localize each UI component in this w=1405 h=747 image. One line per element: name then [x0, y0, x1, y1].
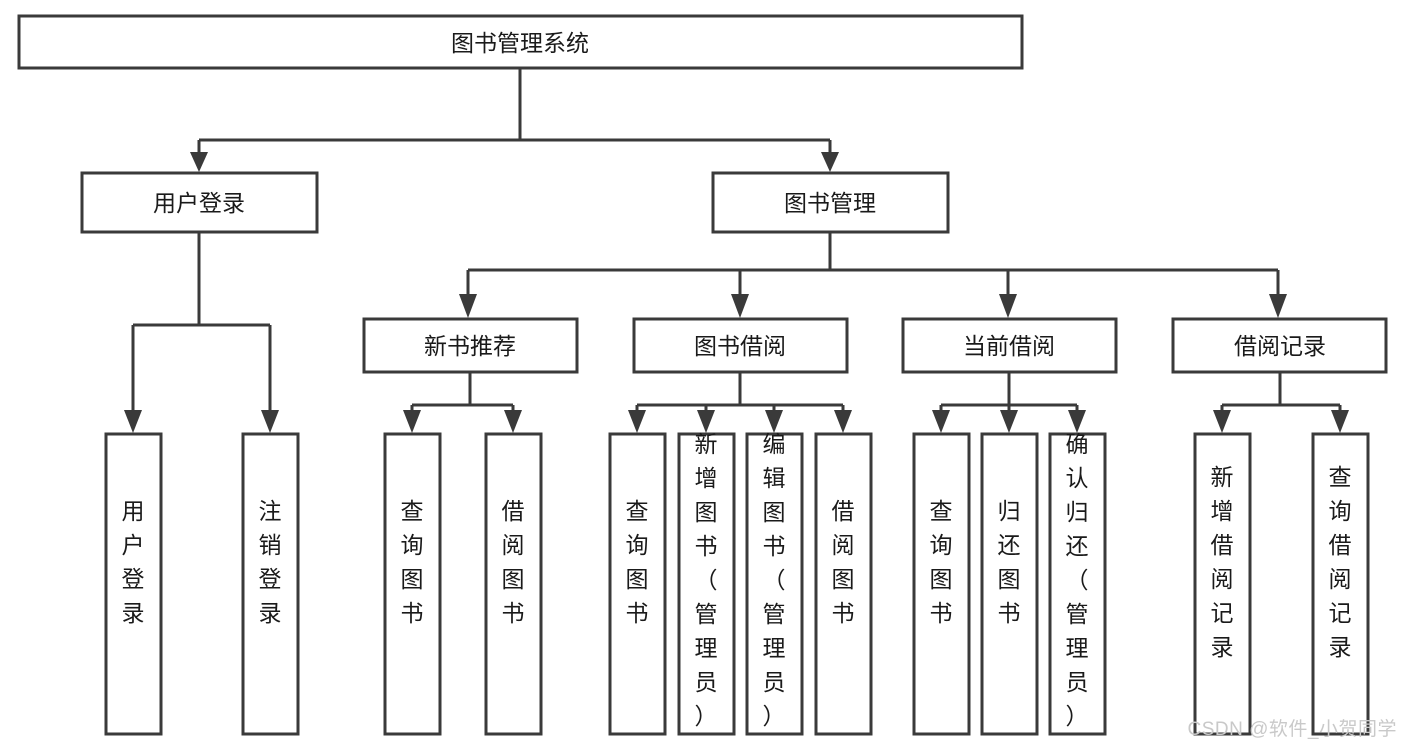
leaf-bookborrow-add-label: 新增图书（管理员） [695, 431, 718, 729]
node-book-manage-label: 图书管理 [784, 190, 876, 216]
leaf-node[interactable]: 借阅图书 [814, 432, 873, 736]
leaf-node[interactable]: 查询图书 [383, 432, 442, 736]
leaf-user-login-box[interactable] [104, 432, 163, 736]
arrow-head-currentborrow-leaf-1 [932, 410, 950, 433]
leaf-currentborrow-return-label: 归还图书 [998, 498, 1021, 626]
leaf-node[interactable]: 归还图书 [980, 432, 1039, 736]
node-book-borrow-label: 图书借阅 [694, 333, 786, 359]
arrow-head-current-borrow [999, 294, 1017, 318]
node-borrow-record[interactable]: 借阅记录 [1171, 317, 1388, 374]
node-current-borrow-label: 当前借阅 [963, 333, 1055, 359]
arrow-head-borrowrecord-leaf-2 [1331, 410, 1349, 433]
leaf-node[interactable]: 注销登录 [241, 432, 300, 736]
arrow-head-borrowrecord-leaf-1 [1213, 410, 1231, 433]
node-user-login[interactable]: 用户登录 [80, 171, 319, 234]
leaf-borrowrecord-query-box[interactable] [1311, 432, 1370, 736]
arrow-head-new-book [459, 294, 477, 318]
node-book-borrow-box[interactable] [632, 317, 849, 374]
leaf-bookborrow-query-box[interactable] [608, 432, 667, 736]
node-new-book-recommend[interactable]: 新书推荐 [362, 317, 579, 374]
leaf-currentborrow-confirm-label: 确认归还（管理员） [1066, 431, 1089, 729]
leaf-bookborrow-edit-box[interactable] [745, 432, 804, 736]
node-user-login-box[interactable] [80, 171, 319, 234]
leaf-bookborrow-borrow-box[interactable] [814, 432, 873, 736]
arrow-head-currentborrow-leaf-3 [1068, 410, 1086, 433]
leaf-currentborrow-return-box[interactable] [980, 432, 1039, 736]
leaf-currentborrow-query-box[interactable] [912, 432, 971, 736]
leaf-logout-box[interactable] [241, 432, 300, 736]
leaf-node[interactable]: 用户登录 [104, 432, 163, 736]
arrow-head-leaf-logout [261, 410, 279, 433]
leaf-node[interactable]: 借阅图书 [484, 432, 543, 736]
node-book-manage[interactable]: 图书管理 [711, 171, 950, 234]
node-borrow-record-box[interactable] [1171, 317, 1388, 374]
leaf-node[interactable]: 编辑图书（管理员） [745, 431, 804, 736]
arrow-head-borrow-record [1269, 294, 1287, 318]
leaf-borrowrecord-add-label: 新增借阅记录 [1211, 464, 1234, 660]
node-book-borrow[interactable]: 图书借阅 [632, 317, 849, 374]
arrow-head-bookborrow-leaf-1 [628, 410, 646, 433]
leaf-node[interactable]: 查询图书 [608, 432, 667, 736]
arrow-head-bookborrow-leaf-2 [697, 410, 715, 433]
arrow-head-user-login [190, 152, 208, 172]
arrow-head-bookborrow-leaf-3 [765, 410, 783, 433]
node-borrow-record-label: 借阅记录 [1234, 333, 1326, 359]
leaf-borrowrecord-query-label: 查询借阅记录 [1329, 464, 1352, 660]
arrow-head-book-borrow [731, 294, 749, 318]
leaf-node[interactable]: 查询借阅记录 [1311, 432, 1370, 736]
leaf-currentborrow-confirm-box[interactable] [1048, 432, 1107, 736]
node-new-book-recommend-label: 新书推荐 [424, 333, 516, 359]
leaf-node[interactable]: 确认归还（管理员） [1048, 431, 1107, 736]
leaf-currentborrow-query-label: 查询图书 [930, 498, 953, 626]
node-new-book-recommend-box[interactable] [362, 317, 579, 374]
arrow-head-leaf-user-login [124, 410, 142, 433]
leaf-bookborrow-query-label: 查询图书 [626, 498, 649, 626]
leaf-node[interactable]: 新增借阅记录 [1193, 432, 1252, 736]
leaf-newbook-borrow-box[interactable] [484, 432, 543, 736]
node-current-borrow-box[interactable] [901, 317, 1118, 374]
leaf-user-login-label: 用户登录 [122, 498, 145, 626]
leaf-newbook-borrow-label: 借阅图书 [502, 498, 525, 626]
arrow-head-newbook-leaf-2 [504, 410, 522, 433]
arrow-head-book-manage [821, 152, 839, 172]
leaf-logout-label: 注销登录 [259, 498, 282, 626]
arrow-head-newbook-leaf-1 [403, 410, 421, 433]
leaf-bookborrow-edit-label: 编辑图书（管理员） [763, 431, 786, 729]
leaf-bookborrow-add-box[interactable] [677, 432, 736, 736]
node-root[interactable]: 图书管理系统 [17, 14, 1024, 70]
leaf-newbook-query-box[interactable] [383, 432, 442, 736]
csdn-watermark: CSDN @软件_小贺同学 [1187, 719, 1397, 740]
leaf-bookborrow-borrow-label: 借阅图书 [832, 498, 855, 626]
node-current-borrow[interactable]: 当前借阅 [901, 317, 1118, 374]
node-user-login-label: 用户登录 [153, 190, 245, 216]
connector-layer [124, 68, 1349, 433]
node-root-label: 图书管理系统 [451, 30, 589, 56]
arrow-head-currentborrow-leaf-2 [1000, 410, 1018, 433]
node-book-manage-box[interactable] [711, 171, 950, 234]
leaf-node[interactable]: 新增图书（管理员） [677, 431, 736, 736]
node-root-box[interactable] [17, 14, 1024, 70]
leaf-borrowrecord-add-box[interactable] [1193, 432, 1252, 736]
arrow-head-bookborrow-leaf-4 [834, 410, 852, 433]
leaf-node[interactable]: 查询图书 [912, 432, 971, 736]
leaf-newbook-query-label: 查询图书 [401, 498, 424, 626]
